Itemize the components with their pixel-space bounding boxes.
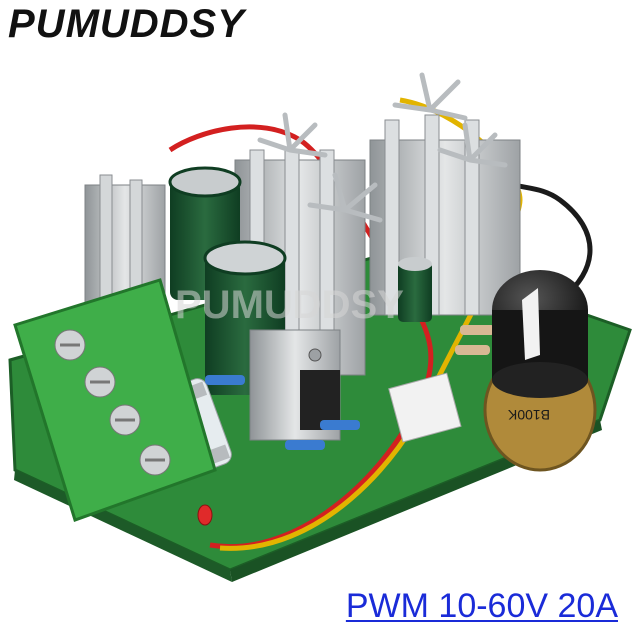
- capacitor-small: [398, 257, 432, 322]
- red-led: [197, 504, 213, 526]
- heatsink-star-fins: [257, 72, 508, 223]
- terminal-block: [13, 278, 217, 522]
- heatsink-right: [369, 114, 521, 316]
- black-wire: [498, 177, 593, 302]
- brand-logo: PUMUDDSY: [8, 2, 245, 46]
- wire-connector: [388, 372, 462, 443]
- watermark-text: PUMUDDSY: [175, 283, 404, 327]
- product-photo: B100K PUMUDDSY: [8, 72, 632, 582]
- resistors: [205, 325, 495, 450]
- product-spec-caption: PWM 10-60V 20A: [345, 587, 618, 625]
- potentiometer-label: B100K: [507, 407, 550, 423]
- potentiometer: [483, 270, 597, 472]
